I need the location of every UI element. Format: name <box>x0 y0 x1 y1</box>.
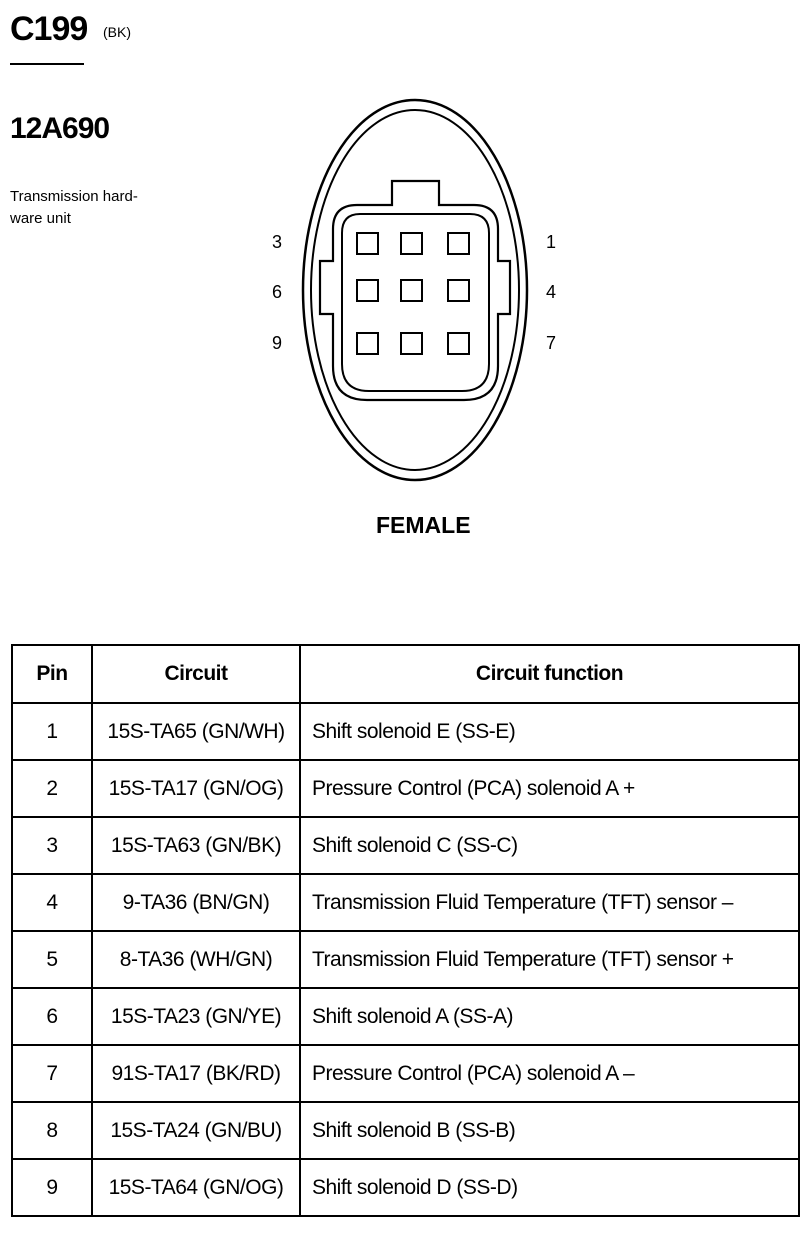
connector-inner-ring <box>310 109 520 471</box>
pin-cavity-4 <box>447 279 470 302</box>
pin-cavity-1 <box>447 232 470 255</box>
pin-cell: 3 <box>11 816 93 875</box>
pin-cell: 1 <box>11 702 93 761</box>
pin-label-1: 1 <box>546 232 557 252</box>
pin-cell: 9 <box>11 1158 93 1217</box>
description-line-1: Transmission hard- <box>10 188 138 205</box>
header-circuit-function: Circuit function <box>299 644 800 704</box>
table-row: 4 9-TA36 (BN/GN) Transmission Fluid Temp… <box>11 873 800 932</box>
pin-cell: 8 <box>11 1101 93 1160</box>
table-row: 2 15S-TA17 (GN/OG) Pressure Control (PCA… <box>11 759 800 818</box>
part-number: 12A690 <box>10 112 110 145</box>
connector-housing-inner <box>341 213 490 392</box>
pin-cavity-7 <box>447 332 470 355</box>
description-line-2: ware unit <box>10 210 71 227</box>
function-cell: Transmission Fluid Temperature (TFT) sen… <box>299 873 800 932</box>
table-row: 3 15S-TA63 (GN/BK) Shift solenoid C (SS-… <box>11 816 800 875</box>
circuit-cell: 15S-TA65 (GN/WH) <box>91 702 301 761</box>
circuit-cell: 15S-TA63 (GN/BK) <box>91 816 301 875</box>
table-row: 7 91S-TA17 (BK/RD) Pressure Control (PCA… <box>11 1044 800 1103</box>
connector-outer-shell <box>301 98 529 482</box>
function-cell: Shift solenoid E (SS-E) <box>299 702 800 761</box>
pin-cell: 2 <box>11 759 93 818</box>
pin-label-3: 3 <box>272 232 283 252</box>
pin-cell: 7 <box>11 1044 93 1103</box>
pin-cavity-2 <box>400 232 423 255</box>
pin-cavity-3 <box>356 232 379 255</box>
function-cell: Shift solenoid A (SS-A) <box>299 987 800 1046</box>
circuit-cell: 15S-TA64 (GN/OG) <box>91 1158 301 1217</box>
table-row: 6 15S-TA23 (GN/YE) Shift solenoid A (SS-… <box>11 987 800 1046</box>
table-row: 5 8-TA36 (WH/GN) Transmission Fluid Temp… <box>11 930 800 989</box>
pin-cavity-9 <box>356 332 379 355</box>
pin-cell: 5 <box>11 930 93 989</box>
connector-housing-outer <box>318 179 512 402</box>
pin-label-7: 7 <box>546 333 557 353</box>
circuit-cell: 15S-TA17 (GN/OG) <box>91 759 301 818</box>
function-cell: Shift solenoid C (SS-C) <box>299 816 800 875</box>
pin-cavity-6 <box>356 279 379 302</box>
header-pin: Pin <box>11 644 93 704</box>
circuit-cell: 15S-TA23 (GN/YE) <box>91 987 301 1046</box>
connector-face-diagram <box>301 98 529 482</box>
pin-label-6: 6 <box>272 282 283 302</box>
table-row: 9 15S-TA64 (GN/OG) Shift solenoid D (SS-… <box>11 1158 800 1217</box>
pin-label-4: 4 <box>546 282 557 302</box>
circuit-cell: 8-TA36 (WH/GN) <box>91 930 301 989</box>
pin-cavity-5 <box>400 279 423 302</box>
table-row: 1 15S-TA65 (GN/WH) Shift solenoid E (SS-… <box>11 702 800 761</box>
table-row: 8 15S-TA24 (GN/BU) Shift solenoid B (SS-… <box>11 1101 800 1160</box>
pin-label-9: 9 <box>272 333 283 353</box>
pin-cell: 4 <box>11 873 93 932</box>
function-cell: Shift solenoid D (SS-D) <box>299 1158 800 1217</box>
circuit-cell: 91S-TA17 (BK/RD) <box>91 1044 301 1103</box>
connector-id: C199 <box>10 10 88 48</box>
header-circuit: Circuit <box>91 644 301 704</box>
connector-color-code: (BK) <box>103 24 131 40</box>
table-header-row: Pin Circuit Circuit function <box>11 644 800 704</box>
circuit-cell: 9-TA36 (BN/GN) <box>91 873 301 932</box>
pin-cavity-8 <box>400 332 423 355</box>
function-cell: Pressure Control (PCA) solenoid A + <box>299 759 800 818</box>
circuit-cell: 15S-TA24 (GN/BU) <box>91 1101 301 1160</box>
function-cell: Shift solenoid B (SS-B) <box>299 1101 800 1160</box>
title-underline <box>10 63 84 65</box>
pin-cell: 6 <box>11 987 93 1046</box>
function-cell: Pressure Control (PCA) solenoid A – <box>299 1044 800 1103</box>
function-cell: Transmission Fluid Temperature (TFT) sen… <box>299 930 800 989</box>
connector-description: Transmission hard- ware unit <box>10 186 160 230</box>
connector-gender-label: FEMALE <box>376 512 471 538</box>
pinout-table: Pin Circuit Circuit function 1 15S-TA65 … <box>11 644 800 1217</box>
